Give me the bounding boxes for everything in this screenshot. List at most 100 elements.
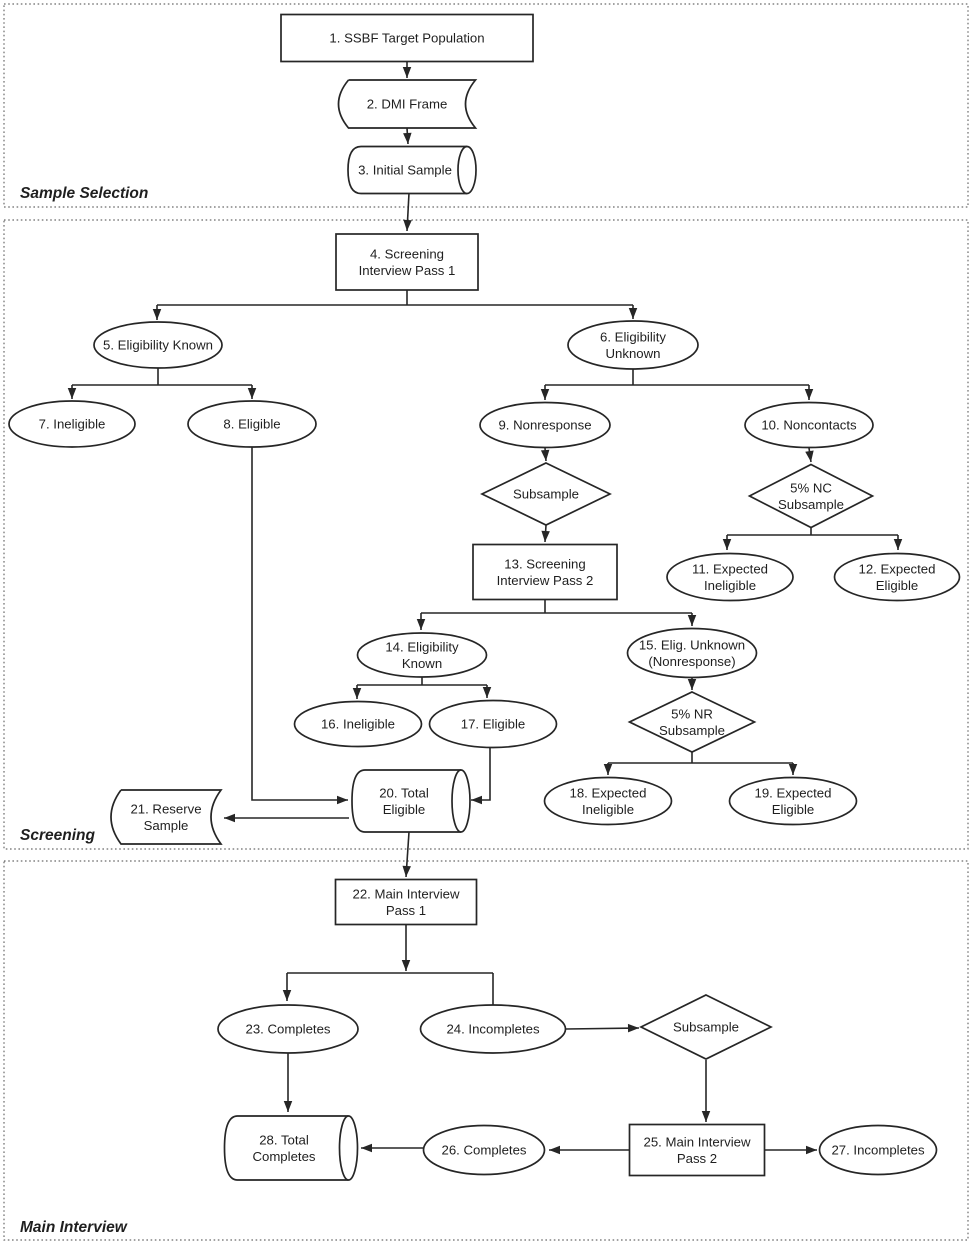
- arrowhead: [806, 1145, 817, 1155]
- arrowhead: [402, 67, 412, 78]
- arrowhead: [283, 1101, 293, 1112]
- node-noncontacts: 10. Noncontacts: [744, 401, 874, 449]
- arrowhead: [224, 813, 235, 823]
- connector: [565, 1027, 640, 1030]
- node-elig-unknown-nonresponse-label: 15. Elig. Unknown(Nonresponse): [639, 637, 745, 669]
- node-incompletes: 24. Incompletes: [419, 1004, 567, 1054]
- node-ineligible-pass2: 16. Ineligible: [293, 700, 423, 748]
- section-sample-selection-label: Sample Selection: [20, 185, 148, 202]
- node-dmi-frame-label: 2. DMI Frame: [367, 97, 448, 112]
- arrowhead: [401, 960, 411, 971]
- node-eligibility-known-label: 5. Eligibility Known: [103, 338, 213, 353]
- arrowhead: [687, 679, 697, 690]
- section-main-interview-label: Main Interview: [20, 1219, 128, 1236]
- arrowhead: [804, 389, 814, 400]
- connector: [471, 748, 491, 801]
- node-subsample-nonresponse: Subsample: [480, 462, 612, 526]
- arrowhead: [402, 865, 411, 877]
- node-eligible-label: 8. Eligible: [223, 417, 280, 432]
- node-ineligible-label: 7. Ineligible: [39, 417, 106, 432]
- node-eligible-pass2: 17. Eligible: [428, 699, 558, 749]
- arrowhead: [482, 687, 492, 698]
- arrowhead: [416, 619, 426, 630]
- arrowhead: [687, 615, 697, 626]
- arrowhead: [628, 308, 638, 319]
- section-screening-label: Screening: [20, 827, 95, 844]
- arrowhead: [540, 389, 550, 400]
- arrowhead: [67, 388, 77, 399]
- node-incompletes-pass2: 27. Incompletes: [818, 1124, 938, 1176]
- arrowhead: [352, 688, 362, 699]
- arrowhead: [541, 530, 550, 542]
- arrowhead: [893, 539, 903, 550]
- arrowhead: [337, 795, 348, 805]
- arrowhead: [805, 450, 814, 462]
- node-elig-unknown-nonresponse: 15. Elig. Unknown(Nonresponse): [626, 627, 758, 679]
- node-eligibility-known: 5. Eligibility Known: [93, 321, 223, 369]
- node-nonresponse: 9. Nonresponse: [479, 401, 611, 449]
- node-incompletes-pass2-label: 27. Incompletes: [831, 1143, 925, 1158]
- node-dmi-frame: 2. DMI Frame: [337, 79, 478, 129]
- node-subsample-nonresponse-label: Subsample: [513, 487, 579, 502]
- arrowhead: [788, 764, 798, 775]
- node-subsample-main: Subsample: [639, 994, 773, 1060]
- node-completes-pass2-label: 26. Completes: [441, 1143, 526, 1158]
- node-subsample-main-label: Subsample: [673, 1020, 739, 1035]
- arrowhead: [722, 539, 732, 550]
- connector: [251, 447, 348, 801]
- arrowhead: [549, 1145, 560, 1155]
- node-ineligible: 7. Ineligible: [8, 400, 136, 448]
- node-eligible-pass2-label: 17. Eligible: [461, 717, 526, 732]
- arrowhead: [403, 132, 412, 144]
- node-noncontacts-label: 10. Noncontacts: [761, 418, 857, 433]
- arrowhead: [152, 309, 162, 320]
- arrowhead: [247, 388, 257, 399]
- arrowhead: [361, 1143, 372, 1153]
- node-ssbf-target-population-label: 1. SSBF Target Population: [329, 31, 484, 46]
- node-eligible: 8. Eligible: [187, 400, 317, 448]
- arrowhead: [403, 219, 412, 231]
- node-initial-sample: 3. Initial Sample: [347, 145, 477, 195]
- node-completes: 23. Completes: [217, 1004, 359, 1054]
- node-completes-label: 23. Completes: [245, 1022, 330, 1037]
- node-incompletes-label: 24. Incompletes: [446, 1022, 540, 1037]
- node-ssbf-target-population: 1. SSBF Target Population: [280, 13, 534, 63]
- arrowhead: [701, 1111, 711, 1122]
- arrowhead: [603, 764, 613, 775]
- arrowhead: [627, 1023, 639, 1033]
- node-nonresponse-label: 9. Nonresponse: [498, 418, 591, 433]
- section-screening-border: [3, 219, 969, 850]
- arrowhead: [282, 990, 292, 1001]
- arrowhead: [540, 449, 550, 461]
